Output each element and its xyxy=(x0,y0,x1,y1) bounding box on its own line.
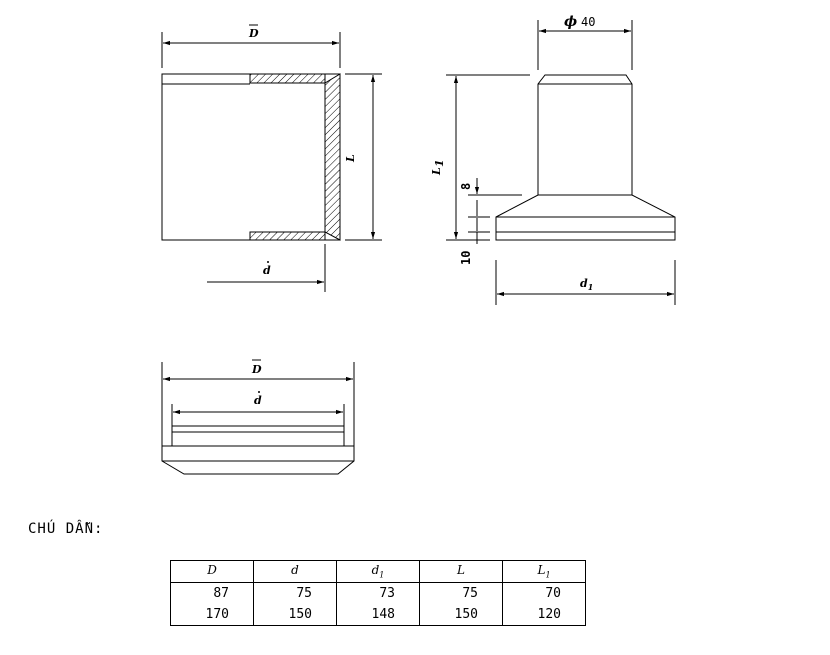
dim-label-d-bottom: d xyxy=(254,394,262,407)
sleeve-section-view xyxy=(161,32,382,292)
dim-label-step-10: 10 xyxy=(459,251,473,265)
table-cell: 120 xyxy=(502,604,586,626)
col-header: d xyxy=(253,560,337,583)
table-cell: 70 xyxy=(502,582,586,604)
dot-d-bottom xyxy=(258,391,260,393)
base-side-view xyxy=(161,362,355,475)
table-header-row: D d d1 L L1 xyxy=(170,560,586,583)
table-cell: 170 xyxy=(170,604,254,626)
phi-symbol: ϕ xyxy=(564,14,577,30)
dim-label-step-8: 8 xyxy=(459,183,473,190)
dim-label-d1: d1 xyxy=(580,277,593,292)
table-cell: 87 xyxy=(170,582,254,604)
table-cell: 73 xyxy=(336,582,420,604)
table-cell: 75 xyxy=(419,582,503,604)
table-cell: 150 xyxy=(253,604,337,626)
table-cell: 75 xyxy=(253,582,337,604)
dim-label-d1-sub: 1 xyxy=(588,282,594,292)
dot-d-top xyxy=(267,261,269,263)
dim-label-D-bottom: D xyxy=(251,363,262,376)
dim-label-phi40: 40 xyxy=(581,15,595,29)
table-cell: 150 xyxy=(419,604,503,626)
dim-label-L: L xyxy=(344,154,357,163)
legend-title: CHÚ DẪN: xyxy=(28,521,104,537)
col-header: D xyxy=(170,560,254,583)
dim-label-d-top: d xyxy=(263,264,271,277)
plug-side-view xyxy=(446,20,676,305)
col-header: L xyxy=(419,560,503,583)
dim-label-D-top: D xyxy=(248,27,259,40)
table-row: 87 75 73 75 70 xyxy=(170,582,586,604)
col-header: d1 xyxy=(336,560,420,583)
table-cell: 148 xyxy=(336,604,420,626)
dim-label-L1-sub: 1 xyxy=(433,159,446,167)
dim-label-L1-main: L xyxy=(430,167,443,176)
dim-label-d1-main: d xyxy=(580,277,588,290)
dim-label-L1: L 1 xyxy=(430,159,446,176)
table-row: 170 150 148 150 120 xyxy=(170,604,586,626)
col-header: L1 xyxy=(502,560,586,583)
dimension-table: D d d1 L L1 87 75 73 75 70 170 150 148 1… xyxy=(170,560,586,626)
